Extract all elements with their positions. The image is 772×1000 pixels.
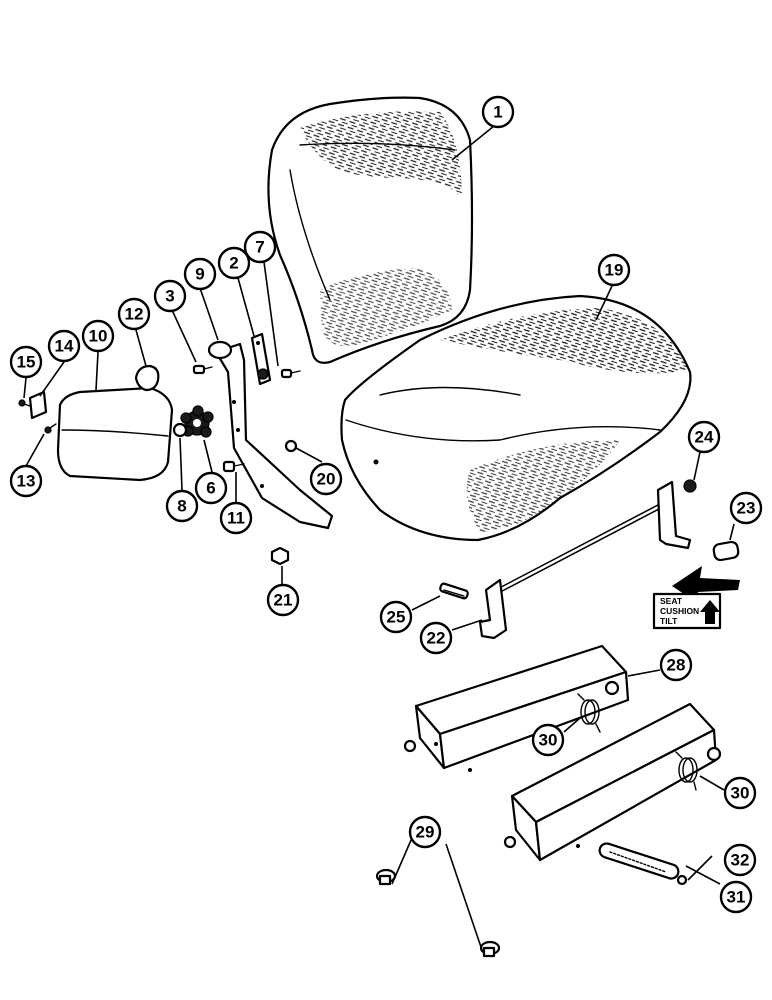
- callout-14: 14: [47, 329, 81, 363]
- callout-20: 20: [309, 462, 343, 496]
- callout-10: 10: [81, 319, 115, 353]
- nut-21: [270, 546, 290, 566]
- clip: [134, 364, 160, 392]
- svg-text:15: 15: [17, 353, 36, 372]
- decal-line1: SEAT: [660, 596, 683, 606]
- decal-line2: CUSHION: [660, 606, 699, 616]
- svg-text:2: 2: [229, 254, 238, 273]
- svg-text:30: 30: [539, 731, 558, 750]
- armrest-bracket: [207, 340, 334, 530]
- svg-text:32: 32: [731, 851, 750, 870]
- svg-text:3: 3: [165, 287, 174, 306]
- serial-plate: [598, 842, 680, 880]
- callout-23: 23: [729, 491, 763, 525]
- svg-text:23: 23: [737, 499, 756, 518]
- base-rail-upper: [403, 644, 630, 772]
- callout-2: 2: [217, 246, 251, 280]
- spring-clip: [439, 582, 469, 600]
- svg-text:19: 19: [605, 261, 624, 280]
- callout-6: 6: [194, 471, 228, 505]
- callout-29: 29: [408, 815, 442, 849]
- tilt-rod-assembly: [478, 479, 697, 640]
- callout-32: 32: [723, 843, 757, 877]
- svg-text:24: 24: [695, 428, 714, 447]
- callout-30b: 30: [723, 776, 757, 810]
- callout-28: 28: [659, 648, 693, 682]
- callout-21: 21: [266, 583, 300, 617]
- armrest-plate: [28, 390, 48, 420]
- adjuster-knob: [180, 405, 214, 438]
- seat-cushion: [340, 294, 692, 542]
- svg-text:10: 10: [89, 327, 108, 346]
- svg-text:30: 30: [731, 784, 750, 803]
- svg-text:28: 28: [667, 656, 686, 675]
- svg-text:6: 6: [206, 479, 215, 498]
- callout-24: 24: [687, 420, 721, 454]
- seat-back: [267, 96, 474, 364]
- svg-text:21: 21: [274, 591, 293, 610]
- leader-lines: [23, 125, 735, 951]
- svg-text:22: 22: [427, 629, 446, 648]
- screw-15: [18, 399, 31, 407]
- svg-text:13: 13: [17, 472, 36, 491]
- svg-text:29: 29: [416, 823, 435, 842]
- tilt-decal: SEAT CUSHION TILT: [652, 566, 740, 630]
- svg-text:8: 8: [177, 497, 186, 516]
- bolt-11: [222, 460, 245, 473]
- callout-15: 15: [9, 345, 43, 379]
- base-rail-lower: [503, 702, 722, 862]
- link-plate: [250, 332, 272, 386]
- nut-8: [172, 422, 188, 438]
- callout-25: 25: [379, 600, 413, 634]
- washer-32: [676, 874, 688, 886]
- screw-7: [280, 368, 301, 379]
- callout-13: 13: [9, 464, 43, 498]
- spring-30a: [577, 693, 601, 733]
- washer-20: [284, 439, 298, 453]
- callout-1: 1: [481, 95, 515, 129]
- callout-8: 8: [165, 489, 199, 523]
- svg-text:1: 1: [493, 103, 502, 122]
- bolt-29b: [479, 940, 501, 958]
- armrest: [56, 386, 174, 482]
- decal-line3: TILT: [660, 616, 678, 626]
- callout-9: 9: [183, 257, 217, 291]
- spring-30b: [675, 751, 698, 791]
- cap-23: [712, 540, 740, 562]
- svg-text:7: 7: [255, 238, 264, 257]
- callout-7: 7: [243, 230, 277, 264]
- callout-22: 22: [419, 621, 453, 655]
- svg-text:12: 12: [125, 305, 144, 324]
- svg-text:11: 11: [227, 509, 245, 528]
- bolt-3: [192, 364, 213, 375]
- screw-13: [44, 423, 57, 434]
- callout-12: 12: [117, 297, 151, 331]
- callout-30a: 30: [531, 723, 565, 757]
- callout-31: 31: [719, 880, 753, 914]
- callout-11: 11: [219, 501, 253, 535]
- svg-text:14: 14: [55, 337, 74, 356]
- svg-text:31: 31: [727, 888, 746, 907]
- svg-text:20: 20: [317, 470, 336, 489]
- svg-text:25: 25: [387, 608, 406, 627]
- callout-3: 3: [153, 279, 187, 313]
- callout-19: 19: [597, 253, 631, 287]
- svg-text:9: 9: [195, 265, 204, 284]
